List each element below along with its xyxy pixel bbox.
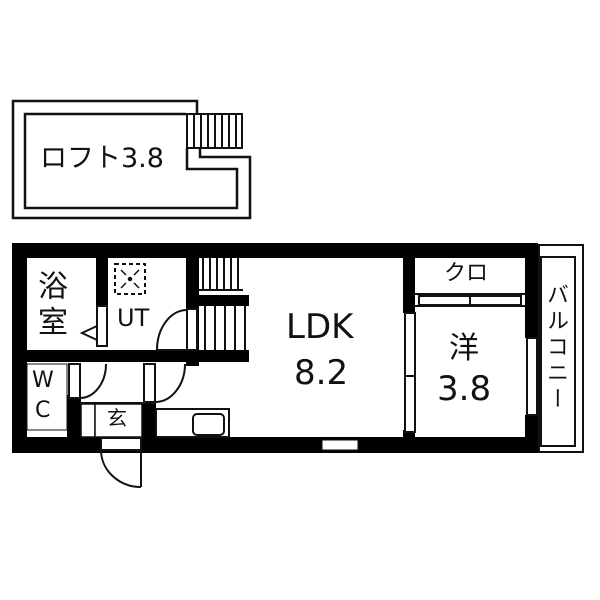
- hall-door[interactable]: [143, 363, 186, 403]
- bath-door-arrow-icon: [79, 325, 98, 341]
- balcony-label: バルコニー: [543, 283, 568, 413]
- loft-staircase: [186, 113, 243, 149]
- western-sliding-door[interactable]: [404, 312, 416, 433]
- western-name-label: 洋: [449, 331, 479, 366]
- ldk-window: [321, 439, 359, 451]
- balcony-outline: [538, 244, 584, 453]
- western-window: [526, 337, 538, 416]
- wc-door[interactable]: [68, 363, 107, 399]
- western-size-label: 3.8: [437, 369, 492, 409]
- ut-door[interactable]: [156, 308, 198, 351]
- loft-label: ロフト3.8: [40, 143, 164, 174]
- staircase-lower: [204, 306, 246, 350]
- washing-machine-pan-icon: [114, 263, 146, 295]
- loft-outline: [11, 99, 252, 220]
- entry-door[interactable]: [100, 437, 142, 488]
- closet-doors[interactable]: [418, 295, 522, 306]
- ldk-name-label: LDK: [286, 307, 354, 347]
- kitchen-sink-icon: [192, 413, 225, 436]
- wc-label-c: C: [35, 398, 51, 423]
- utility-label: UT: [117, 304, 150, 332]
- ldk-size-label: 8.2: [294, 353, 349, 393]
- entrance-step: [80, 403, 96, 438]
- bath-label: 浴室: [32, 270, 67, 342]
- closet-label: クロ: [444, 261, 489, 286]
- staircase-upper: [199, 258, 243, 291]
- wc-label-w: W: [32, 368, 54, 393]
- entrance-area: [94, 403, 143, 438]
- closet-room: [415, 258, 525, 294]
- bath-door[interactable]: [96, 305, 108, 347]
- washing-machine-drain-icon: [120, 269, 140, 289]
- entrance-label: 玄: [107, 406, 127, 430]
- wc-room: [26, 363, 68, 431]
